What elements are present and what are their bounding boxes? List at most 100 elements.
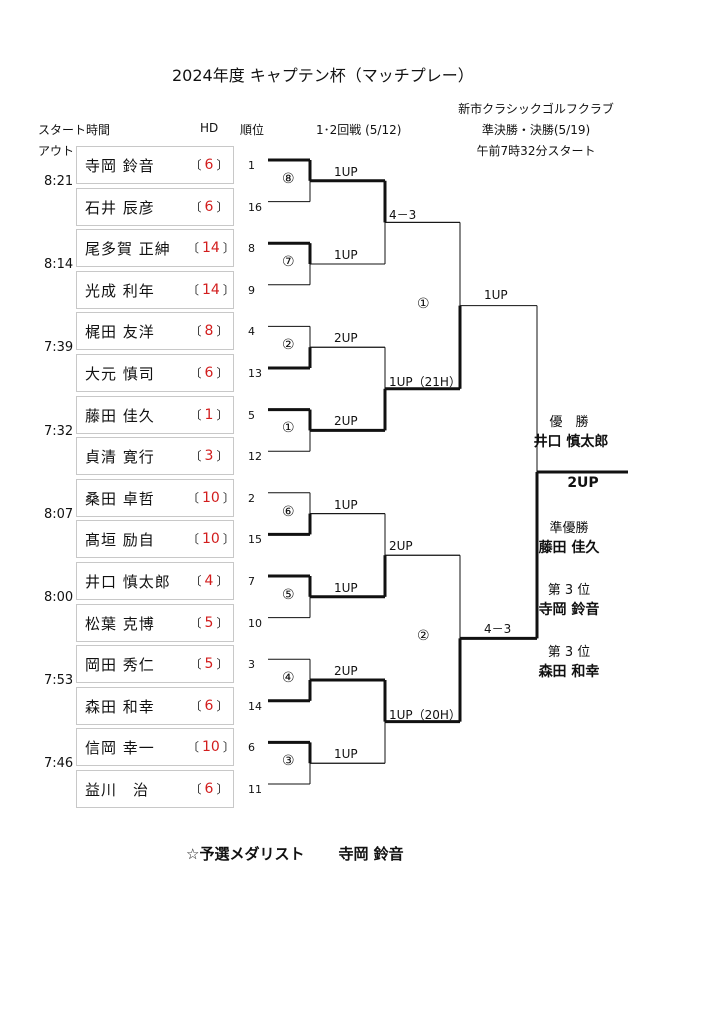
r2-result: 1UP（21H） (389, 374, 461, 389)
third-place-label-2: 第 3 位 (547, 645, 591, 660)
player-row: 益川 治〔6〕 (76, 770, 234, 808)
player-name: 桑田 卓哲 (85, 489, 155, 508)
seed-rank: 2 (248, 491, 255, 505)
player-row: 桑田 卓哲〔10〕 (76, 478, 235, 517)
player-row: 貞清 寛行 〔3〕 (76, 437, 234, 476)
handicap-value: 14 (202, 240, 220, 257)
third-place-name-2: 森田 和幸 (538, 664, 600, 680)
hd-header: HD (200, 121, 219, 135)
handicap: 〔1〕 (189, 406, 229, 423)
handicap: 〔5〕 (189, 614, 229, 631)
tee-time: 7:39 (44, 340, 74, 356)
seed-rank: 4 (248, 325, 255, 339)
tee-time: 8:21 (44, 174, 74, 189)
player-name: 石井 辰彦 (85, 198, 155, 217)
r1-result: 2UP (334, 331, 358, 346)
tee-time: 8:14 (44, 257, 74, 273)
semi-result: 4－3 (484, 622, 512, 637)
seed-rank: 14 (248, 699, 262, 713)
handicap: 〔6〕 (189, 365, 229, 381)
handicap-value: 10 (202, 531, 220, 548)
handicap: 〔6〕 (189, 781, 229, 797)
r1-result: 1UP (334, 747, 358, 762)
handicap: 〔6〕 (189, 697, 229, 714)
handicap: 〔5〕 (189, 656, 229, 673)
handicap: 〔8〕 (189, 323, 229, 340)
r1-result: 2UP (334, 664, 358, 678)
final-result: 2UP (567, 475, 599, 491)
r1-result: 2UP (334, 414, 358, 429)
handicap-value: 6 (204, 157, 214, 173)
player-name: 梶田 友洋 (85, 323, 155, 342)
player-name: 貞清 寛行 (85, 448, 155, 467)
player-name: 松葉 克博 (85, 614, 155, 633)
seed-rank: 6 (248, 741, 255, 755)
winner-label: 優 勝 (549, 415, 589, 430)
handicap: 〔14〕 (187, 281, 235, 298)
round-header: 1･2回戦 (5/12) (316, 123, 402, 137)
handicap: 〔3〕 (189, 448, 229, 465)
semi-number: ② (417, 628, 430, 645)
handicap-value: 6 (204, 781, 214, 797)
handicap-value: 10 (202, 739, 220, 756)
r1-result: 1UP (334, 497, 358, 512)
seed-rank: 7 (248, 575, 255, 588)
match-number: ③ (282, 753, 295, 770)
player-row: 藤田 佳久 〔1〕 (76, 395, 234, 434)
handicap-value: 1 (204, 406, 214, 423)
handicap-value: 14 (202, 281, 220, 298)
start-time-note: 午前7時32分スタート (476, 144, 596, 158)
seed-rank: 15 (248, 533, 262, 547)
match-number: ② (282, 337, 295, 354)
medalist-name: 寺岡 鈴音 (338, 845, 404, 863)
player-row: 大元 慎司 〔6〕 (76, 354, 234, 392)
start-time-header: スタート時間 (38, 123, 111, 137)
semi-number: ① (417, 295, 430, 312)
player-name: 信岡 幸一 (85, 739, 155, 758)
tee-time: 7:32 (44, 423, 74, 439)
handicap: 〔6〕 (189, 198, 229, 215)
winner-name: 井口 慎太郎 (533, 434, 609, 450)
r2-result: 4－3 (389, 208, 417, 223)
handicap-value: 8 (204, 323, 214, 340)
player-name: 光成 利年 (85, 281, 155, 300)
runner-up-label: 準優勝 (549, 521, 589, 536)
seed-rank: 10 (248, 616, 262, 630)
handicap-value: 4 (204, 573, 214, 589)
runner-up-name: 藤田 佳久 (538, 540, 600, 556)
r1-result: 1UP (334, 248, 358, 262)
player-name: 大元 慎司 (85, 365, 155, 383)
handicap: 〔6〕 (189, 157, 229, 173)
player-name: 森田 和幸 (85, 697, 155, 716)
tee-time: 8:07 (44, 506, 74, 522)
r2-result: 1UP（20H） (389, 707, 461, 722)
match-number: ⑦ (282, 254, 295, 270)
player-row: 信岡 幸一〔10〕 (76, 728, 235, 767)
match-number: ⑧ (282, 170, 295, 187)
r2-result: 2UP (389, 539, 413, 554)
handicap: 〔14〕 (187, 240, 235, 257)
third-place-label-1: 第 3 位 (547, 583, 591, 598)
player-name: 尾多賀 正紳 (85, 240, 171, 259)
player-name: 井口 慎太郎 (85, 573, 171, 591)
tee-time: 7:46 (44, 756, 74, 772)
handicap: 〔4〕 (189, 573, 229, 589)
handicap-value: 6 (204, 198, 214, 215)
handicap-value: 5 (204, 614, 214, 631)
r1-result: 1UP (334, 164, 358, 179)
player-row: 森田 和幸 〔6〕 (76, 686, 234, 725)
player-row: 髙垣 励自〔10〕 (76, 520, 235, 559)
player-name: 藤田 佳久 (85, 406, 155, 425)
player-row: 岡田 秀仁〔5〕 (76, 645, 234, 684)
player-row: 井口 慎太郎 〔4〕 (76, 562, 234, 600)
player-row: 寺岡 鈴音〔6〕 (76, 146, 234, 184)
medalist-label: ☆予選メダリスト (186, 845, 305, 863)
seed-rank: 1 (248, 159, 255, 172)
player-row: 石井 辰彦 〔6〕 (76, 187, 234, 226)
player-row: 光成 利年 〔14〕 (76, 270, 235, 309)
player-name: 髙垣 励自 (85, 531, 155, 550)
seed-rank: 9 (248, 283, 255, 297)
match-number: ④ (282, 670, 295, 686)
seed-rank: 12 (248, 450, 262, 464)
